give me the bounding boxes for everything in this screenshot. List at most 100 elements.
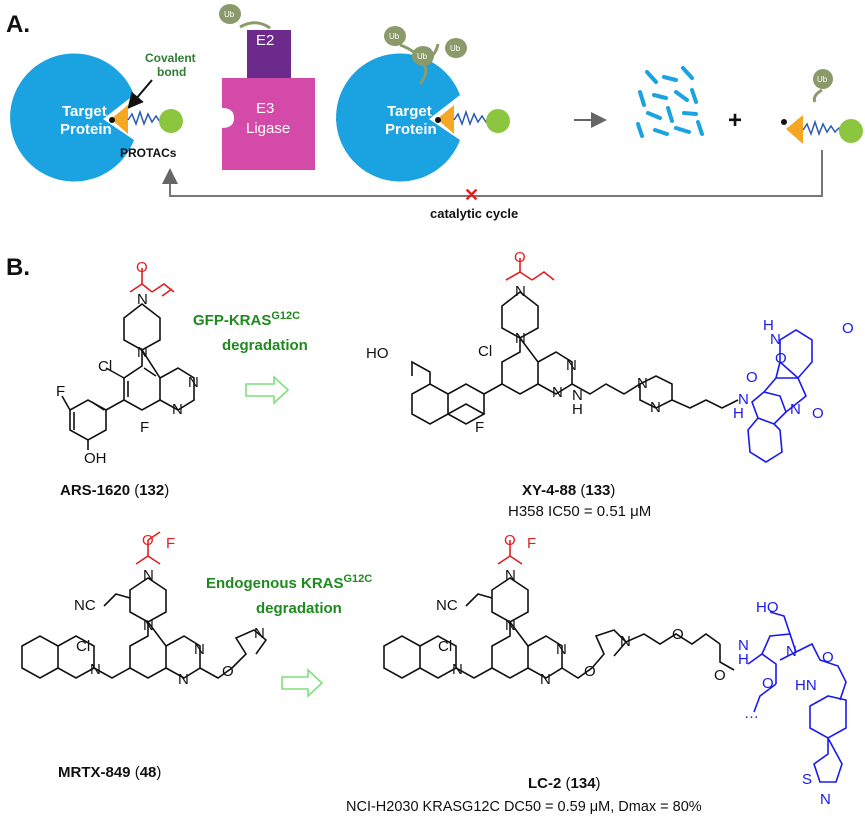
catalytic-cycle-arrow [162,150,823,197]
svg-text:F: F [475,419,484,436]
panel-b-label: B. [6,254,30,281]
covalent-bond-label-2: bond [157,65,186,79]
svg-text:Target: Target [387,103,432,120]
svg-text:N: N [738,391,749,408]
svg-text:Cl: Cl [98,358,112,375]
svg-text:N: N [90,661,101,678]
svg-text:N: N [137,344,148,361]
structure-mrtx-849 [21,531,268,679]
svg-text:N: N [505,617,516,634]
compound-48-label: MRTX-849 (48) [58,764,161,781]
compound-133-label: XY-4-88 (133) [522,482,615,499]
svg-text:…: … [744,705,759,722]
compound-133-activity: H358 IC50 = 0.51 μM [508,503,651,520]
svg-text:O: O [672,626,684,643]
svg-text:N: N [770,331,781,348]
svg-text:Ub: Ub [817,75,828,84]
svg-text:O: O [822,649,834,666]
svg-text:Protein: Protein [60,121,112,138]
svg-text:N: N [786,643,797,660]
svg-text:Target: Target [62,103,107,120]
svg-text:N: N [820,791,831,808]
structure-lc-2 [383,540,735,679]
svg-text:O: O [746,369,758,386]
svg-text:Protein: Protein [385,121,437,138]
svg-text:N: N [137,291,148,308]
svg-text:O: O [142,532,154,549]
compound-134-activity: NCI-H2030 KRASG12C DC50 = 0.59 μM, Dmax … [346,799,702,815]
svg-text:O: O [762,675,774,692]
svg-text:O: O [842,320,854,337]
svg-text:N: N [515,330,526,347]
svg-text:Ub: Ub [417,52,428,61]
svg-text:Ub: Ub [389,32,400,41]
svg-text:E2: E2 [256,32,274,49]
svg-text:N: N [194,641,205,658]
hollow-arrow-1 [245,375,290,405]
svg-text:O: O [222,663,234,680]
svg-text:Cl: Cl [76,638,90,655]
svg-text:HN: HN [795,677,817,694]
covalent-bond-label-1: Covalent [145,51,196,65]
e2-enzyme: E2 [247,30,291,82]
svg-text:N: N [620,633,631,650]
svg-text:F: F [166,535,175,552]
compound-134-label: LC-2 (134) [528,775,601,792]
svg-text:H: H [738,651,749,668]
protac-1 [109,105,183,134]
ub-1: Ub [219,4,271,30]
svg-text:Ub: Ub [450,44,461,53]
catalytic-cycle-label: catalytic cycle [430,206,518,221]
covalent-bond-arrow [127,79,153,110]
svg-text:N: N [637,375,648,392]
polyubiquitin-chain: Ub Ub Ub [384,26,467,85]
svg-text:Ub: Ub [224,10,235,19]
svg-text:O: O [584,663,596,680]
svg-text:F: F [140,419,149,436]
svg-text:NC: NC [436,597,458,614]
cycle-x-mark: ✕ [464,185,479,205]
arrow1-label: GFP-KRASG12C [193,310,300,329]
svg-text:E3: E3 [256,100,274,117]
svg-text:H: H [733,405,744,422]
svg-text:N: N [572,387,583,404]
svg-text:O: O [504,532,516,549]
arrow1-label-2: degradation [222,337,308,354]
panel-a-label: A. [6,11,30,38]
peptide-fragments [636,66,704,138]
structure-ars-1620 [61,268,195,450]
svg-text:N: N [178,671,189,688]
e3-ligase: E3 Ligase [222,78,315,170]
svg-text:N: N [650,399,661,416]
degron-vhl-ligand [747,611,847,783]
svg-text:S: S [802,771,812,788]
svg-text:N: N [738,637,749,654]
svg-text:NC: NC [74,597,96,614]
svg-text:O: O [775,350,787,367]
svg-text:N: N [540,671,551,688]
compound-132-label: ARS-1620 (132) [60,482,169,499]
svg-text:N: N [552,384,563,401]
plus-sign: + [728,107,742,134]
svg-text:Ligase: Ligase [246,120,290,137]
svg-text:H: H [763,317,774,334]
svg-text:N: N [452,661,463,678]
svg-text:F: F [527,535,536,552]
svg-text:O: O [136,259,148,276]
degron-pomalidomide-1 [747,329,813,463]
svg-text:OH: OH [84,450,107,467]
svg-text:N: N [143,567,154,584]
svg-text:Cl: Cl [478,343,492,360]
svg-text:N: N [505,567,516,584]
svg-text:H: H [572,401,583,418]
protacs-label: PROTACs [120,146,177,160]
svg-text:O: O [714,667,726,684]
svg-text:O: O [514,249,526,266]
recycled-protac: Ub [781,69,863,144]
target-protein-2: Target Protein [336,53,510,182]
svg-text:N: N [172,401,183,418]
svg-text:Cl: Cl [438,638,452,655]
svg-text:N: N [254,625,265,642]
svg-text:N: N [515,283,526,300]
